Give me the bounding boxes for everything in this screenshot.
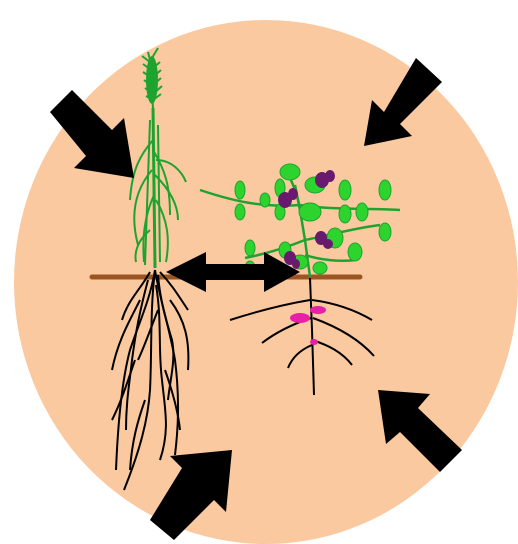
plant-competition-diagram	[0, 0, 518, 544]
diagram-stage	[0, 0, 518, 544]
